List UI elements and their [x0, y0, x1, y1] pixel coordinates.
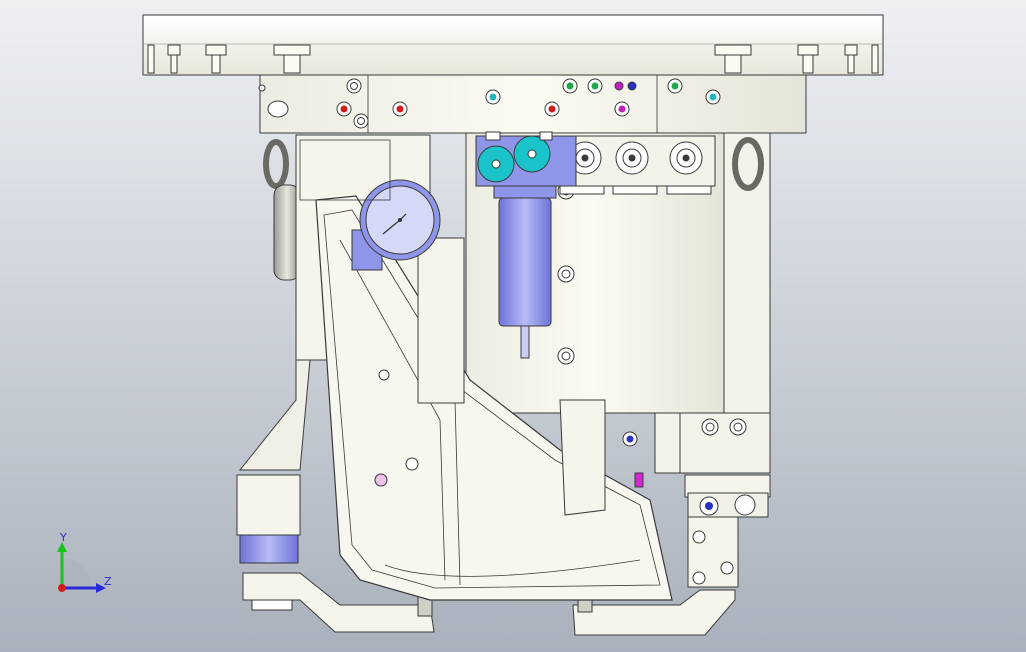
y-axis-label: Y [59, 531, 67, 544]
z-axis-label: Z [104, 575, 112, 588]
coordinate-triad: Y Z [57, 531, 112, 593]
port-fitting[interactable] [336, 78, 721, 129]
filter-cylinder-icon[interactable] [475, 131, 577, 359]
flange-bolt [147, 44, 879, 74]
right-clamp-assembly[interactable] [684, 474, 771, 588]
top-flange-plate[interactable] [142, 14, 884, 76]
pressure-gauge-icon[interactable] [299, 139, 441, 271]
valve-block-icon[interactable] [559, 135, 716, 195]
lifting-eye-icon[interactable] [263, 137, 764, 191]
gripper-arm[interactable] [315, 195, 673, 601]
